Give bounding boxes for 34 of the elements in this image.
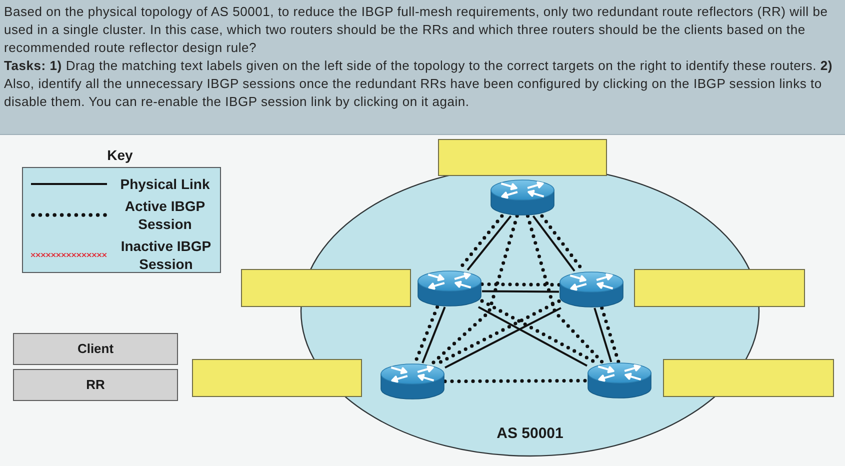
solid-connector <box>594 308 612 362</box>
drop-zone <box>634 269 805 307</box>
solid-connector <box>466 215 512 271</box>
dotted-connector <box>526 214 604 364</box>
dotted-connector <box>480 299 597 364</box>
area-label: AS 50001 <box>496 425 564 443</box>
dotted-connector <box>480 282 561 287</box>
legend-label: Inactive IBGP Session <box>120 237 212 273</box>
legend-label: Active IBGP Session <box>124 197 206 233</box>
draggable-label: Client <box>13 333 178 365</box>
legend-label: Physical Link <box>119 175 211 193</box>
legend-title: Key <box>106 146 134 164</box>
dotted-connector <box>431 214 519 365</box>
instruction-panel <box>0 0 845 135</box>
task-text: Tasks: 1) Drag the matching text labels given on the left side of the topology to the correct targets on the right to identify these routers. 2) Also, identify all the unnecessary IBGP sessions once the redundant RRs have been configured by clicking on the IBGP session links to disable them. You can re-enable the IBGP session link by clicking on it again. <box>4 57 834 111</box>
dotted-connector <box>436 299 561 365</box>
router-icon <box>587 362 652 399</box>
drop-zone <box>438 139 607 176</box>
router-icon <box>490 179 555 216</box>
drop-zone <box>663 359 834 397</box>
dotted-connector <box>600 306 620 364</box>
solid-connector <box>444 307 562 368</box>
dotted-connector <box>443 378 589 384</box>
question-text: Based on the physical topology of AS 50001, to reduce the IBGP full-mesh requirements, only two redundant route reflectors (RR) will be used in a single cluster. In this case, which two routers should be the RRs and which three routers should be the clients based on the recommended route reflector design rule? <box>4 3 829 57</box>
solid-connector <box>422 306 446 364</box>
solid-connector <box>478 306 588 367</box>
drop-zone <box>241 269 411 307</box>
drop-zone <box>192 359 362 397</box>
solid-connector <box>482 290 559 293</box>
router-icon <box>417 270 482 307</box>
solid-connector <box>532 215 576 272</box>
router-icon <box>559 271 624 308</box>
draggable-label: RR <box>13 369 178 401</box>
router-icon <box>380 363 445 400</box>
